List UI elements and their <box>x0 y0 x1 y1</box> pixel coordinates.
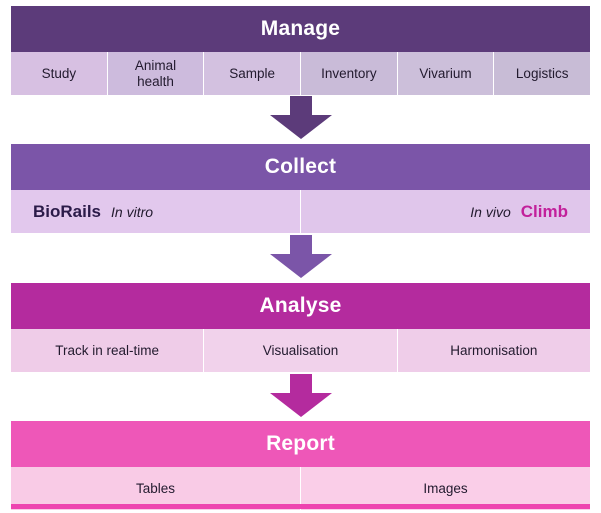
down-arrow-icon-analyse-to-report <box>269 374 333 418</box>
stage-collect-header: Collect <box>11 144 590 190</box>
stage-collect-subrow: BioRails In vitro In vivo Climb <box>11 190 590 233</box>
stage-analyse-header: Analyse <box>11 283 590 329</box>
stage-report-header: Report <box>11 421 590 467</box>
stage-manage-title: Manage <box>260 17 341 40</box>
in-vivo-label: In vivo <box>470 203 511 220</box>
cell-tables-label: Tables <box>135 480 176 496</box>
climb-brand-label: Climb <box>520 201 568 221</box>
down-arrow-icon-collect-to-analyse <box>269 235 333 279</box>
cell-sample[interactable]: Sample <box>204 52 302 95</box>
bottom-accent-rule <box>11 504 590 509</box>
cell-sample-label: Sample <box>229 65 276 81</box>
stage-analyse: Analyse Track in real-time Visualisation… <box>11 283 590 372</box>
cell-inventory[interactable]: Inventory <box>301 52 398 95</box>
cell-inventory-label: Inventory <box>321 65 377 81</box>
stage-report: Report Tables Images <box>11 421 590 510</box>
cell-vivarium-label: Vivarium <box>419 65 472 81</box>
cell-in-vitro[interactable]: BioRails In vitro <box>11 190 301 233</box>
biorails-brand-label: BioRails <box>33 201 102 221</box>
stage-manage-header: Manage <box>11 6 590 52</box>
cell-images[interactable]: Images <box>301 467 590 510</box>
stage-analyse-title: Analyse <box>259 294 342 317</box>
cell-track-in-real-time-label: Track in real-time <box>55 342 160 358</box>
cell-in-vivo[interactable]: In vivo Climb <box>301 190 590 233</box>
cell-study[interactable]: Study <box>11 52 108 95</box>
cell-images-label: Images <box>423 480 468 496</box>
cell-logistics[interactable]: Logistics <box>494 52 591 95</box>
stage-collect-title: Collect <box>264 155 337 178</box>
cell-vivarium[interactable]: Vivarium <box>397 52 495 95</box>
down-arrow-icon-manage-to-collect <box>269 96 333 140</box>
cell-study-label: Study <box>41 65 77 81</box>
cell-track-in-real-time[interactable]: Track in real-time <box>11 329 205 372</box>
in-vitro-label: In vitro <box>111 203 154 220</box>
cell-harmonisation[interactable]: Harmonisation <box>397 329 590 372</box>
stage-collect: Collect BioRails In vitro In vivo Climb <box>11 144 590 233</box>
cell-logistics-label: Logistics <box>515 65 569 81</box>
stage-analyse-subrow: Track in real-time Visualisation Harmoni… <box>11 329 590 372</box>
cell-harmonisation-label: Harmonisation <box>450 342 538 358</box>
stage-report-title: Report <box>266 432 335 455</box>
cell-tables[interactable]: Tables <box>11 467 301 510</box>
stage-report-subrow: Tables Images <box>11 467 590 510</box>
cell-visualisation-label: Visualisation <box>262 342 339 358</box>
cell-visualisation[interactable]: Visualisation <box>204 329 398 372</box>
